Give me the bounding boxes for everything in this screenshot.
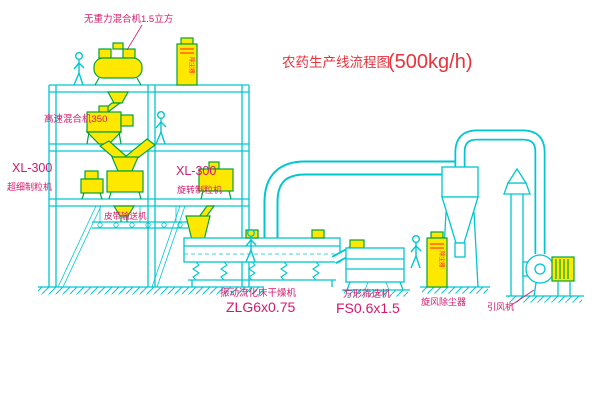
- dryer-model-label: ZLG6x0.75: [226, 299, 295, 315]
- person-1: [73, 52, 85, 86]
- square-sieve: [345, 239, 405, 291]
- person-2: [155, 110, 167, 145]
- dryer-exhaust-duct: [263, 160, 457, 244]
- gravity-mixer: [93, 42, 143, 113]
- granulator-left-model-label: XL-300: [12, 161, 52, 175]
- fan-label: 引风机: [487, 301, 514, 312]
- cyclone-outlet-duct: [454, 129, 546, 254]
- fluid-bed-dryer: [183, 215, 341, 287]
- exhaust-stack: [503, 167, 531, 296]
- granulator-right-name-label: 旋转制粒机: [177, 184, 222, 195]
- diagram-title-capacity: (500kg/h): [388, 51, 473, 73]
- sieve-name-label: 方形筛选机: [343, 288, 391, 300]
- cyclone-label: 旋风除尘器: [421, 296, 466, 307]
- cabinet-1-text: 除尘器: [188, 57, 196, 74]
- fine-mill: [80, 170, 104, 200]
- granulator-right: [197, 161, 234, 218]
- dust-cabinet-2: [426, 231, 448, 288]
- induced-draft-fan: [522, 254, 575, 297]
- granulator-left: [106, 156, 144, 222]
- cabinet-2-text: 除尘器: [438, 251, 446, 268]
- belt-conveyor-label: 皮带输送机: [104, 211, 147, 221]
- dryer-name-label: 振动流化床干燥机: [220, 287, 297, 299]
- granulator-left-name-label: 超细制粒机: [7, 181, 52, 192]
- granulator-right-model-label: XL-300: [176, 164, 216, 178]
- high-speed-mixer: [85, 105, 134, 145]
- belt-conveyor: [92, 206, 188, 229]
- high-speed-mixer-label: 高速混合机350: [44, 113, 107, 125]
- cyclone-separator: [441, 166, 479, 288]
- gravity-mixer-label: 无重力混合机1.5立方: [84, 13, 173, 25]
- dust-cabinet-1: [176, 37, 198, 86]
- person-4: [410, 234, 422, 269]
- ground-hatch: [38, 286, 584, 303]
- diagram-title: 农药生产线流程图: [282, 55, 390, 70]
- sieve-model-label: FS0.6x1.5: [336, 300, 400, 316]
- leader-lines: [126, 24, 535, 307]
